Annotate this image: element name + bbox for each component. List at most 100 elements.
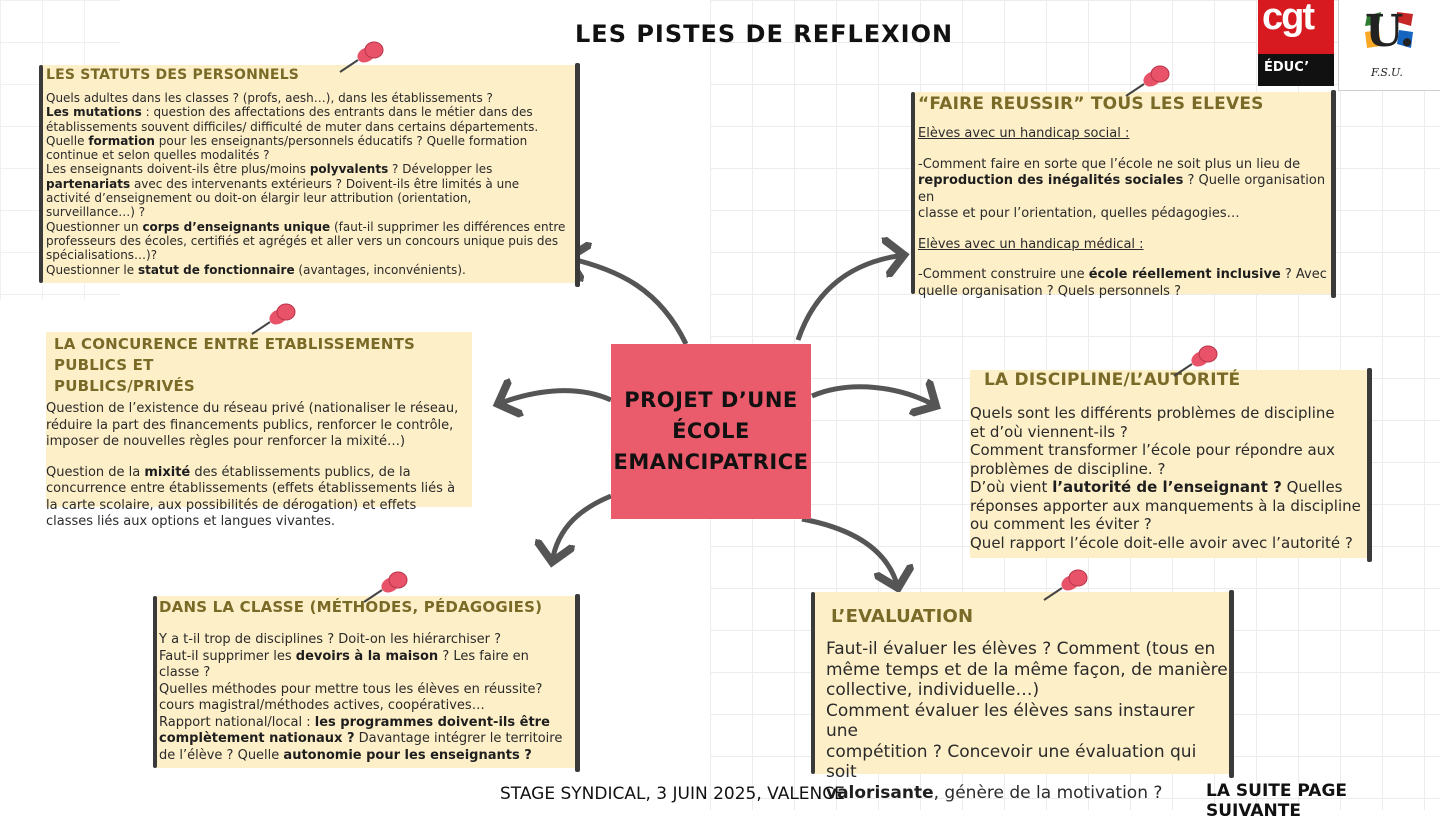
text-run: Question de la (46, 464, 145, 480)
text-line: partenariats avec des intervenants extér… (46, 177, 568, 191)
cgt-logo-subtext: ÉDUC’ (1264, 60, 1310, 75)
text-line: et d’où viennent-ils ? (970, 423, 1368, 442)
text-line: la carte scolaire, aux possibilités de d… (46, 498, 472, 515)
text-run: ? Développer les (388, 162, 493, 177)
text-run: (faut-il supprimer les différences entre (330, 219, 566, 234)
text-line: cours magistral/méthodes actives, coopér… (159, 698, 570, 715)
text-run: spécialisations…)? (46, 248, 158, 263)
text-run: Les enseignants doivent-ils être plus/mo… (46, 162, 310, 177)
central-topic-line-2: ÉCOLE (672, 419, 750, 443)
arrow-to-classe (552, 493, 612, 562)
text-line: compétition ? Concevoir une évaluation q… (826, 742, 1230, 783)
text-line: réduire la part des financements publics… (46, 418, 472, 435)
text-line: Comment transformer l’école pour répondr… (970, 441, 1368, 460)
text-run: : question des affectations des entrants… (141, 105, 533, 120)
text-run-bold: complètement nationaux ? (159, 731, 355, 746)
central-topic-line-3: EMANCIPATRICE (613, 450, 809, 474)
text-line: classe ? (159, 665, 570, 682)
text-line (918, 253, 1332, 267)
text-run-bold: devoirs à la maison (295, 648, 439, 664)
text-run: Elèves avec un handicap médical : (918, 236, 1144, 252)
note-statuts: LES STATUTS DES PERSONNELS Quels adultes… (39, 63, 580, 287)
arrow-to-statuts (568, 258, 689, 346)
text-run: continue et selon quelles modalités ? (46, 148, 270, 163)
text-run: compétition ? Concevoir une évaluation q… (826, 741, 1197, 783)
text-line (918, 143, 1332, 157)
text-run: classes liés aux options et langues viva… (46, 514, 335, 529)
pushpin-icon (1125, 65, 1170, 97)
text-run-bold: mixité (144, 464, 191, 480)
text-line: Comment évaluer les élèves sans instaure… (826, 701, 1230, 742)
text-line: même temps et de la même façon, de maniè… (826, 660, 1230, 681)
text-run-bold: reproduction des inégalités sociales (918, 173, 1184, 188)
note-classe: DANS LA CLASSE (MÉTHODES, PÉDAGOGIES) Y … (153, 594, 580, 772)
note-statuts-body: Quels adultes dans les classes ? (profs,… (46, 91, 568, 277)
text-line: Elèves avec un handicap médical : (918, 237, 1332, 254)
text-line: imposer de nouvelles règles pour renforc… (46, 434, 472, 451)
text-run: Questionner un (46, 219, 143, 234)
pushpin-icon (1043, 569, 1088, 601)
text-run: réponses apporter aux manquements à la d… (970, 496, 1361, 515)
text-run: problèmes de discipline. ? (970, 459, 1166, 478)
text-line: Faut-il évaluer les élèves ? Comment (to… (826, 639, 1230, 660)
note-edge (1229, 590, 1234, 778)
cgt-educ-logo: cgt ÉDUC’ (1258, 0, 1334, 86)
note-classe-heading: DANS LA CLASSE (MÉTHODES, PÉDAGOGIES) (159, 598, 543, 616)
text-line: classe et pour l’orientation, quelles pé… (918, 206, 1332, 223)
text-line: D’où vient l’autorité de l’enseignant ? … (970, 478, 1368, 497)
text-run: imposer de nouvelles règles pour renforc… (46, 434, 406, 449)
text-run: Quelles méthodes pour mettre tous les él… (159, 681, 543, 697)
text-line: continue et selon quelles modalités ? (46, 148, 568, 162)
fsu-logo-subtext: F.S.U. (1371, 66, 1403, 79)
pushpin-icon (363, 571, 408, 603)
text-run-bold: l’autorité de l’enseignant ? (1052, 478, 1282, 496)
text-run: (avantages, inconvénients). (294, 262, 466, 277)
text-line: Quelles méthodes pour mettre tous les él… (159, 682, 570, 699)
note-concurrence-heading-2: PUBLICS/PRIVÉS (54, 377, 195, 395)
text-run: même temps et de la même façon, de maniè… (826, 659, 1228, 680)
text-run: activité d’enseignement ou doit-on élarg… (46, 191, 472, 206)
text-run: Questionner le (46, 262, 138, 277)
text-line: professeurs des écoles, certifiés et agr… (46, 234, 568, 248)
text-run-bold: corps d’enseignants unique (142, 219, 331, 234)
text-run: des établissements publics, de la (190, 464, 411, 480)
note-classe-body: Y a t-il trop de disciplines ? Doit-on l… (159, 632, 570, 764)
text-line: Les mutations : question des affectation… (46, 105, 568, 119)
text-run: -Comment faire en sorte que l’école ne s… (918, 156, 1301, 172)
text-line: établissements souvent difficiles/ diffi… (46, 120, 568, 134)
text-line: Questionner le statut de fonctionnaire (… (46, 263, 568, 277)
text-run: , génère de la motivation ? (933, 782, 1163, 803)
text-run: classe et pour l’orientation, quelles pé… (918, 206, 1240, 221)
page-title: LES PISTES DE REFLEXION (575, 20, 954, 48)
text-run-bold: école réellement inclusive (1088, 267, 1281, 282)
text-run: pour les enseignants/personnels éducatif… (154, 133, 528, 148)
text-run: ? Les faire en (438, 648, 529, 664)
text-line: Quels sont les différents problèmes de d… (970, 404, 1368, 423)
note-statuts-heading: LES STATUTS DES PERSONNELS (46, 67, 300, 83)
note-discipline-body: Quels sont les différents problèmes de d… (970, 404, 1368, 552)
note-edge (575, 594, 580, 772)
text-run: Question de l’existence du réseau privé … (46, 401, 459, 416)
text-run: Elèves avec un handicap social : (918, 126, 1130, 141)
text-line: Rapport national/local : les programmes … (159, 715, 570, 732)
central-topic: PROJET D’UNE ÉCOLE EMANCIPATRICE (611, 344, 811, 519)
note-edge (575, 63, 580, 287)
note-concurrence-heading-1: LA CONCURENCE ENTRE ETABLISSEMENTS PUBLI… (54, 335, 416, 374)
text-run: collective, individuelle…) (826, 680, 1040, 700)
text-line: ou comment les éviter ? (970, 515, 1368, 534)
text-line: -Comment faire en sorte que l’école ne s… (918, 157, 1332, 174)
text-run: concurrence entre établissements (effets… (46, 481, 456, 496)
text-line: valorisante, génère de la motivation ? (826, 783, 1230, 804)
text-run-bold: les programmes doivent-ils être (314, 714, 550, 730)
text-run-bold: autonomie pour les enseignants ? (283, 747, 532, 763)
text-run: Comment transformer l’école pour répondr… (970, 441, 1336, 459)
text-line: problèmes de discipline. ? (970, 460, 1368, 479)
next-page-note: LA SUITE PAGE SUIVANTE (1206, 781, 1348, 821)
text-run: la carte scolaire, aux possibilités de d… (46, 497, 417, 513)
text-line: surveillance…) ? (46, 205, 568, 219)
note-edge-left (811, 592, 815, 774)
footer-text: STAGE SYNDICAL, 3 JUIN 2025, VALENCE (500, 784, 845, 804)
text-run: -Comment construire une (918, 267, 1089, 282)
text-run: ? Avec (1280, 267, 1327, 282)
